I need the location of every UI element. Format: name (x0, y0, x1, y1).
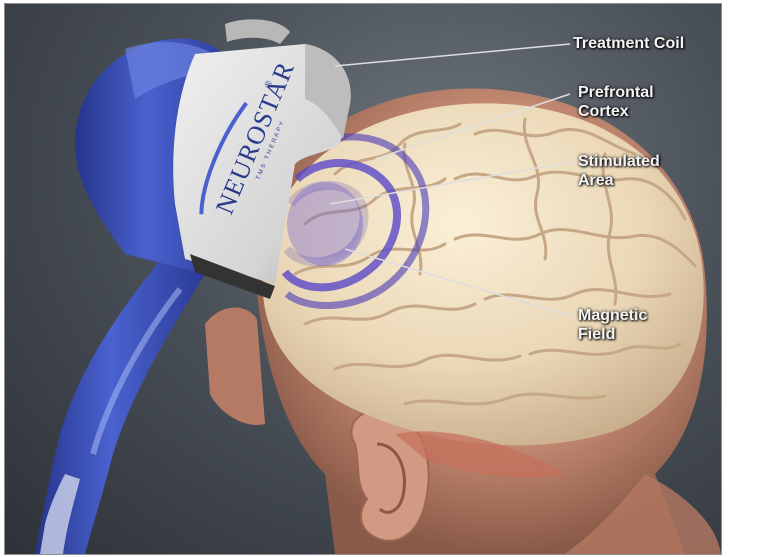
label-stimulated-line2: Area (578, 171, 660, 190)
label-stimulated-line1: Stimulated (578, 152, 660, 171)
label-prefrontal-line1: Prefrontal (578, 83, 654, 102)
label-treatment-coil: Treatment Coil (573, 34, 684, 53)
label-treatment-coil-text: Treatment Coil (573, 35, 684, 52)
label-magnetic-field: Magnetic Field (578, 306, 647, 344)
illustration-frame: NEUROSTAR ® TMS THERAPY Treatment Coil P… (4, 3, 722, 555)
label-stimulated-area: Stimulated Area (578, 152, 660, 190)
leader-line-treatment-coil (335, 44, 570, 66)
label-magnetic-line2: Field (578, 325, 647, 344)
label-prefrontal-line2: Cortex (578, 102, 654, 121)
label-prefrontal-cortex: Prefrontal Cortex (578, 83, 654, 121)
label-magnetic-line1: Magnetic (578, 306, 647, 325)
